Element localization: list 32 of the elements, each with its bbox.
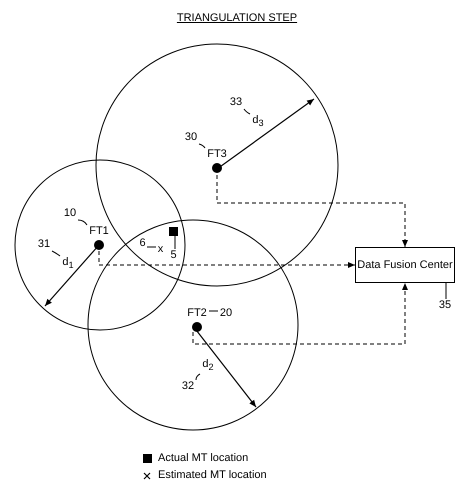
distance-label: d$_{3}$ [250, 114, 266, 130]
callout-number: 31 [36, 238, 52, 251]
leader-line [208, 310, 218, 312]
leader-line [146, 246, 156, 248]
leader-line [198, 144, 206, 148]
title: TRIANGULATION STEP [176, 12, 298, 24]
distance-label: d$_{1}$ [60, 256, 76, 272]
callout-number: 35 [437, 299, 453, 312]
estimated-location-mark: x [156, 243, 165, 256]
arrow [192, 282, 408, 344]
leader-line [52, 250, 60, 256]
leader-line [174, 236, 176, 250]
legend-text: Estimated MT location [158, 469, 267, 481]
arrow [98, 250, 356, 268]
transmitter: FT3 [205, 148, 229, 175]
callout-number: 5 [169, 249, 178, 262]
callout-number: 33 [228, 96, 244, 109]
transmitter: FT2 [185, 307, 209, 332]
callout-number: 32 [180, 380, 196, 393]
distance-label: d$_{2}$ [200, 358, 216, 374]
legend-text: Actual MT location [158, 452, 248, 464]
callout-number: 10 [62, 207, 78, 220]
actual-location-marker [169, 227, 178, 236]
transmitter: FT1 [87, 225, 111, 251]
process-box: Data Fusion Center [355, 247, 455, 283]
callout-number: 30 [183, 131, 199, 144]
leader-line [196, 374, 200, 380]
callout-number: 6 [138, 237, 147, 250]
arrow [216, 174, 408, 248]
callout-number: 20 [218, 307, 234, 320]
leader-line [78, 220, 88, 226]
leader-line [244, 108, 250, 114]
